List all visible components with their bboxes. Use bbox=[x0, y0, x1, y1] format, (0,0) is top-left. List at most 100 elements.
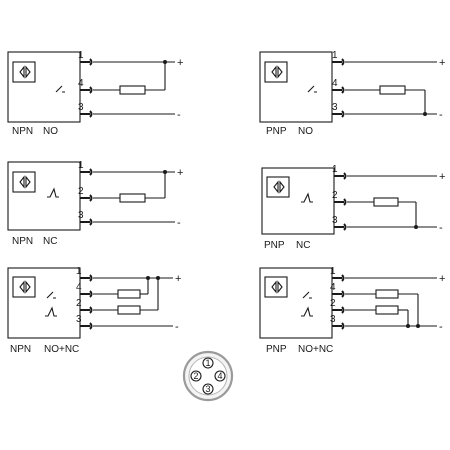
plus-sign: + bbox=[175, 273, 181, 285]
pin-label: 4 bbox=[78, 78, 84, 89]
mode-label: NC bbox=[296, 240, 310, 251]
connector-terminals bbox=[80, 168, 93, 226]
pin-label: 3 bbox=[78, 102, 84, 113]
load-resistor bbox=[119, 193, 146, 203]
connector-terminals bbox=[332, 58, 345, 118]
minus-sign: - bbox=[177, 217, 181, 229]
pin-label: 4 bbox=[330, 282, 336, 293]
wires bbox=[345, 61, 437, 115]
wires bbox=[93, 171, 175, 223]
pin-label: 1 bbox=[78, 160, 84, 171]
no-switch-icon bbox=[55, 85, 65, 93]
sensor-symbol-icon bbox=[12, 61, 36, 83]
connector-terminals bbox=[332, 274, 345, 330]
connector-pin-label: 3 bbox=[206, 384, 211, 394]
minus-sign: - bbox=[177, 109, 181, 121]
pin-label: 3 bbox=[76, 314, 82, 325]
mode-label: NO bbox=[298, 126, 313, 137]
type-label: NPN bbox=[12, 126, 33, 137]
mode-label: NO+NC bbox=[44, 344, 79, 355]
load-resistor bbox=[375, 305, 399, 315]
sensor-symbol-icon bbox=[12, 276, 36, 298]
pnp-nonc-circuit: 1 4 2 3 + - PNP NO+NC bbox=[259, 266, 445, 355]
junction-dot bbox=[406, 324, 410, 328]
load-resistor bbox=[117, 305, 141, 315]
type-label: PNP bbox=[264, 240, 285, 251]
pnp-nc-circuit: 1 2 3 + - PNP NC bbox=[261, 164, 445, 251]
junction-dot bbox=[156, 276, 160, 280]
no-switch-icon bbox=[46, 291, 56, 299]
connector-pin-label: 4 bbox=[218, 371, 223, 381]
junction-dot bbox=[163, 60, 167, 64]
sensor-body bbox=[7, 51, 81, 123]
pin-label: 2 bbox=[76, 298, 82, 309]
type-label: NPN bbox=[10, 344, 31, 355]
mode-label: NC bbox=[43, 236, 57, 247]
pin-label: 1 bbox=[332, 50, 338, 61]
junction-dot bbox=[423, 112, 427, 116]
pin-label: 3 bbox=[330, 314, 336, 325]
pin-label: 4 bbox=[332, 78, 338, 89]
nc-switch-icon bbox=[301, 192, 313, 203]
sensor-body bbox=[259, 51, 333, 123]
minus-sign: - bbox=[439, 109, 443, 121]
connector-terminals bbox=[334, 172, 347, 231]
connector-inner bbox=[188, 356, 228, 396]
plus-sign: + bbox=[439, 57, 445, 69]
load-resistor bbox=[119, 85, 146, 95]
npn-no-circuit: 1 4 3 + - NPN NO bbox=[7, 50, 183, 137]
nc-switch-icon bbox=[45, 306, 57, 317]
load-resistor bbox=[379, 85, 406, 95]
minus-sign: - bbox=[439, 222, 443, 234]
type-label: PNP bbox=[266, 344, 287, 355]
pin-label: 3 bbox=[332, 102, 338, 113]
sensor-symbol-icon bbox=[266, 176, 290, 198]
pin-label: 3 bbox=[332, 215, 338, 226]
mode-label: NO bbox=[43, 126, 58, 137]
sensor-symbol-icon bbox=[264, 61, 288, 83]
pin-label: 1 bbox=[76, 266, 82, 277]
pin-label: 3 bbox=[78, 210, 84, 221]
type-label: NPN bbox=[12, 236, 33, 247]
pin-label: 2 bbox=[78, 186, 84, 197]
sensor-body bbox=[7, 161, 81, 231]
connector-pinout: 1 2 3 4 bbox=[182, 350, 234, 402]
no-switch-icon bbox=[307, 85, 317, 93]
sensor-body bbox=[7, 267, 81, 339]
pin-label: 4 bbox=[76, 282, 82, 293]
sensor-symbol-icon bbox=[12, 171, 36, 193]
connector-terminals bbox=[80, 58, 93, 118]
sensor-body bbox=[259, 267, 333, 339]
pin-label: 2 bbox=[332, 190, 338, 201]
connector-pin-label: 1 bbox=[206, 358, 211, 368]
pin-label: 1 bbox=[330, 266, 336, 277]
plus-sign: + bbox=[439, 171, 445, 183]
junction-dot bbox=[416, 324, 420, 328]
wires bbox=[345, 277, 437, 327]
wires bbox=[347, 175, 437, 228]
mode-label: NO+NC bbox=[298, 344, 333, 355]
npn-nc-circuit: 1 2 3 + - NPN NC bbox=[7, 160, 183, 247]
junction-dot bbox=[146, 276, 150, 280]
load-resistor bbox=[375, 289, 399, 299]
connector-terminals bbox=[80, 274, 93, 330]
load-resistor bbox=[373, 197, 399, 207]
pin-label: 2 bbox=[330, 298, 336, 309]
connector-pin-label: 2 bbox=[194, 371, 199, 381]
pin-label: 1 bbox=[78, 50, 84, 61]
sensor-symbol-icon bbox=[264, 276, 288, 298]
pnp-no-circuit: 1 4 3 + - PNP NO bbox=[259, 50, 445, 137]
junction-dot bbox=[414, 225, 418, 229]
type-label: PNP bbox=[266, 126, 287, 137]
nc-switch-icon bbox=[301, 306, 313, 317]
wires bbox=[93, 61, 175, 115]
plus-sign: + bbox=[177, 167, 183, 179]
nc-switch-icon bbox=[47, 187, 59, 198]
plus-sign: + bbox=[177, 57, 183, 69]
load-resistor bbox=[117, 289, 141, 299]
wires bbox=[93, 277, 173, 327]
plus-sign: + bbox=[439, 273, 445, 285]
no-switch-icon bbox=[302, 291, 312, 299]
minus-sign: - bbox=[175, 321, 179, 333]
